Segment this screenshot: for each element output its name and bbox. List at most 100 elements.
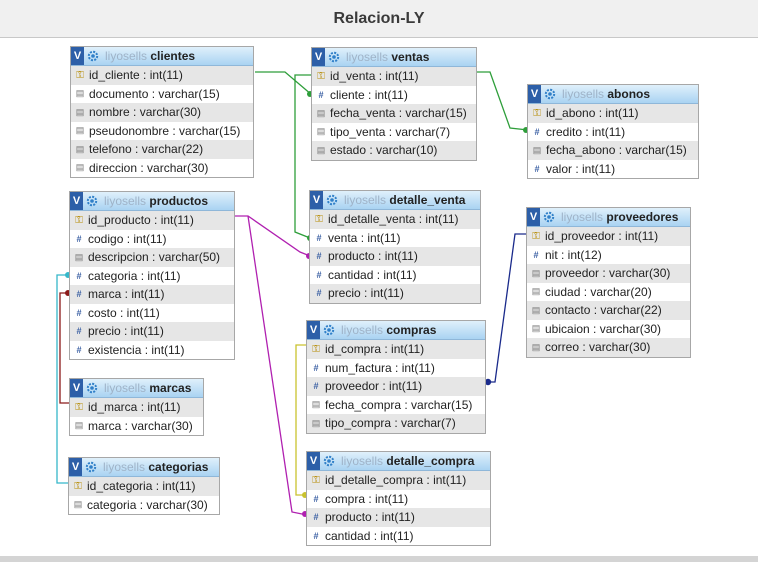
field-row[interactable]: ▤nombre : varchar(30): [71, 103, 253, 122]
field-row[interactable]: #producto : int(11): [310, 247, 480, 266]
field-row[interactable]: ⚿id_proveedor : int(11): [527, 227, 690, 246]
table-name[interactable]: detalle_venta: [389, 193, 466, 207]
table-name[interactable]: proveedores: [606, 210, 679, 224]
collapse-toggle[interactable]: V: [528, 85, 541, 103]
collapse-toggle[interactable]: V: [307, 452, 320, 470]
field-row[interactable]: ▤proveedor : varchar(30): [527, 264, 690, 283]
field-row[interactable]: ⚿id_detalle_venta : int(11): [310, 210, 480, 229]
table-header[interactable]: V liyosells productos: [70, 192, 234, 211]
field-row[interactable]: ▤tipo_venta : varchar(7): [312, 123, 476, 142]
field-row[interactable]: ▤fecha_venta : varchar(15): [312, 104, 476, 123]
field-row[interactable]: #valor : int(11): [528, 160, 698, 179]
field-row[interactable]: #precio : int(11): [70, 322, 234, 341]
gear-icon[interactable]: [328, 51, 340, 63]
field-row[interactable]: #producto : int(11): [307, 508, 490, 527]
field-row[interactable]: ⚿id_marca : int(11): [70, 398, 203, 417]
gear-icon[interactable]: [543, 211, 555, 223]
collapse-toggle[interactable]: V: [69, 458, 82, 476]
table-compras[interactable]: V liyosells compras ⚿id_compra : int(11)…: [306, 320, 486, 434]
field-row[interactable]: #compra : int(11): [307, 490, 490, 509]
table-header[interactable]: V liyosells detalle_compra: [307, 452, 490, 471]
field-list: ⚿id_abono : int(11)#credito : int(11)▤fe…: [528, 104, 698, 178]
field-row[interactable]: #costo : int(11): [70, 304, 234, 323]
field-row[interactable]: ⚿id_producto : int(11): [70, 211, 234, 230]
gear-icon[interactable]: [326, 194, 338, 206]
table-productos[interactable]: V liyosells productos ⚿id_producto : int…: [69, 191, 235, 360]
table-name[interactable]: marcas: [149, 381, 192, 395]
field-row[interactable]: #cantidad : int(11): [307, 527, 490, 546]
gear-icon[interactable]: [323, 324, 335, 336]
gear-icon[interactable]: [85, 461, 97, 473]
field-row[interactable]: ▤fecha_abono : varchar(15): [528, 141, 698, 160]
table-header[interactable]: V liyosells proveedores: [527, 208, 690, 227]
table-name[interactable]: productos: [149, 194, 209, 208]
field-row[interactable]: ▤documento : varchar(15): [71, 85, 253, 104]
field-row[interactable]: #codigo : int(11): [70, 230, 234, 249]
field-row[interactable]: ⚿id_compra : int(11): [307, 340, 485, 359]
field-row[interactable]: ▤descripcion : varchar(50): [70, 248, 234, 267]
field-row[interactable]: ⚿id_categoria : int(11): [69, 477, 219, 496]
table-marcas[interactable]: V liyosells marcas ⚿id_marca : int(11)▤m…: [69, 378, 204, 436]
horizontal-scrollbar[interactable]: [0, 556, 758, 562]
field-row[interactable]: ▤correo : varchar(30): [527, 338, 690, 357]
collapse-toggle[interactable]: V: [310, 191, 323, 209]
field-row[interactable]: ⚿id_venta : int(11): [312, 67, 476, 86]
field-row[interactable]: #marca : int(11): [70, 285, 234, 304]
gear-icon[interactable]: [544, 88, 556, 100]
table-header[interactable]: V liyosells detalle_venta: [310, 191, 480, 210]
table-name[interactable]: abonos: [607, 87, 651, 101]
collapse-toggle[interactable]: V: [70, 379, 83, 397]
field-row[interactable]: ▤pseudonombre : varchar(15): [71, 122, 253, 141]
collapse-toggle[interactable]: V: [312, 48, 325, 66]
field-row[interactable]: #nit : int(12): [527, 246, 690, 265]
collapse-toggle[interactable]: V: [527, 208, 540, 226]
table-categorias[interactable]: V liyosells categorias ⚿id_categoria : i…: [68, 457, 220, 515]
collapse-toggle[interactable]: V: [71, 47, 84, 65]
table-clientes[interactable]: V liyosells clientes ⚿id_cliente : int(1…: [70, 46, 254, 178]
field-row[interactable]: ▤tipo_compra : varchar(7): [307, 414, 485, 433]
table-header[interactable]: V liyosells categorias: [69, 458, 219, 477]
table-detalle-venta[interactable]: V liyosells detalle_venta ⚿id_detalle_ve…: [309, 190, 481, 304]
table-proveedores[interactable]: V liyosells proveedores ⚿id_proveedor : …: [526, 207, 691, 358]
field-row[interactable]: ▤telefono : varchar(22): [71, 140, 253, 159]
gear-icon[interactable]: [86, 195, 98, 207]
field-row[interactable]: #categoria : int(11): [70, 267, 234, 286]
table-name[interactable]: compras: [386, 323, 437, 337]
table-detalle-compra[interactable]: V liyosells detalle_compra ⚿id_detalle_c…: [306, 451, 491, 546]
field-row[interactable]: ▤categoria : varchar(30): [69, 496, 219, 515]
field-row[interactable]: ▤estado : varchar(10): [312, 141, 476, 160]
field-row[interactable]: ⚿id_cliente : int(11): [71, 66, 253, 85]
field-row[interactable]: #precio : int(11): [310, 284, 480, 303]
table-name[interactable]: categorias: [148, 460, 209, 474]
table-abonos[interactable]: V liyosells abonos ⚿id_abono : int(11)#c…: [527, 84, 699, 179]
field-row[interactable]: ▤ubicaion : varchar(30): [527, 320, 690, 339]
table-header[interactable]: V liyosells marcas: [70, 379, 203, 398]
field-row[interactable]: #num_factura : int(11): [307, 359, 485, 378]
field-row[interactable]: #cliente : int(11): [312, 86, 476, 105]
field-row[interactable]: #existencia : int(11): [70, 341, 234, 360]
field-row[interactable]: ▤direccion : varchar(30): [71, 159, 253, 178]
table-name[interactable]: clientes: [150, 49, 196, 63]
collapse-toggle[interactable]: V: [307, 321, 320, 339]
field-row[interactable]: ▤ciudad : varchar(20): [527, 283, 690, 302]
collapse-toggle[interactable]: V: [70, 192, 83, 210]
gear-icon[interactable]: [87, 50, 99, 62]
field-row[interactable]: #proveedor : int(11): [307, 377, 485, 396]
field-row[interactable]: ▤contacto : varchar(22): [527, 301, 690, 320]
table-ventas[interactable]: V liyosells ventas ⚿id_venta : int(11)#c…: [311, 47, 477, 161]
table-header[interactable]: V liyosells compras: [307, 321, 485, 340]
field-row[interactable]: ▤marca : varchar(30): [70, 417, 203, 436]
field-row[interactable]: #credito : int(11): [528, 123, 698, 142]
field-row[interactable]: ▤fecha_compra : varchar(15): [307, 396, 485, 415]
gear-icon[interactable]: [86, 382, 98, 394]
table-header[interactable]: V liyosells ventas: [312, 48, 476, 67]
table-name[interactable]: detalle_compra: [386, 454, 475, 468]
field-row[interactable]: ⚿id_detalle_compra : int(11): [307, 471, 490, 490]
table-name[interactable]: ventas: [391, 50, 430, 64]
gear-icon[interactable]: [323, 455, 335, 467]
table-header[interactable]: V liyosells abonos: [528, 85, 698, 104]
field-row[interactable]: #cantidad : int(11): [310, 266, 480, 285]
table-header[interactable]: V liyosells clientes: [71, 47, 253, 66]
field-row[interactable]: ⚿id_abono : int(11): [528, 104, 698, 123]
field-row[interactable]: #venta : int(11): [310, 229, 480, 248]
